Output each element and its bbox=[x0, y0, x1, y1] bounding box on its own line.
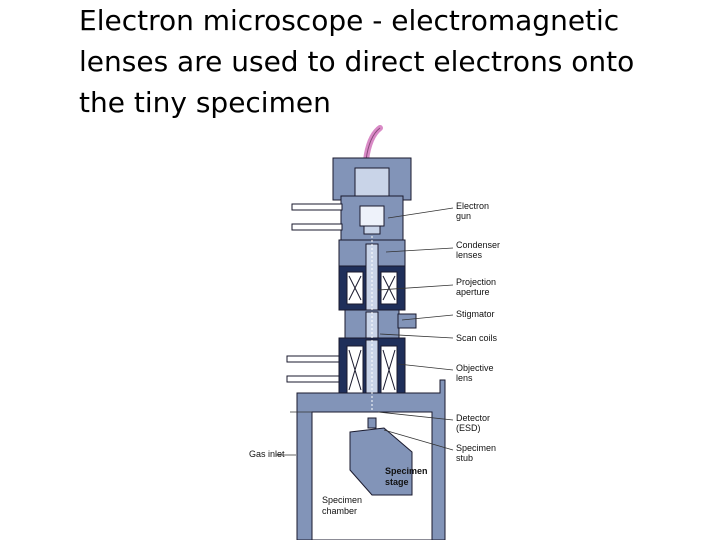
specimen-stage bbox=[349, 417, 413, 496]
title-line-1: Electron microscope - electromagnetic bbox=[79, 4, 620, 37]
label-objective-2: lens bbox=[456, 373, 473, 383]
label-chamber-1: Specimen bbox=[322, 495, 362, 505]
label-projection-2: aperture bbox=[456, 287, 490, 297]
label-projection-1: Projection bbox=[456, 277, 496, 287]
title-line-2: lenses are used to direct electrons onto bbox=[79, 45, 635, 78]
label-stub-2: stub bbox=[456, 453, 473, 463]
label-detector-1: Detector bbox=[456, 413, 490, 423]
label-stage-1: Specimen bbox=[385, 466, 428, 476]
vacuum-pipes bbox=[286, 203, 343, 383]
label-electron-gun-1: Electron bbox=[456, 201, 489, 211]
title-line-3: the tiny specimen bbox=[79, 86, 331, 119]
label-objective-1: Objective bbox=[456, 363, 494, 373]
label-electron-gun-2: gun bbox=[456, 211, 471, 221]
stigmator-scan-assembly bbox=[344, 309, 417, 343]
label-condenser-1: Condenser bbox=[456, 240, 500, 250]
label-stigmator: Stigmator bbox=[456, 309, 495, 319]
electron-gun-housing bbox=[332, 157, 412, 245]
label-stage-2: stage bbox=[385, 477, 409, 487]
label-stub-1: Specimen bbox=[456, 443, 496, 453]
objective-lens-assembly bbox=[338, 337, 406, 413]
diagram-labels: Electron gun Condenser lenses Projection… bbox=[249, 201, 500, 516]
leader-lines bbox=[290, 207, 454, 451]
label-gas-inlet: Gas inlet bbox=[249, 449, 285, 459]
label-scan-coils: Scan coils bbox=[456, 333, 498, 343]
label-chamber-2: chamber bbox=[322, 506, 357, 516]
slide-title: Electron microscope - electromagnetic le… bbox=[79, 0, 699, 123]
label-detector-2: (ESD) bbox=[456, 423, 481, 433]
label-condenser-2: lenses bbox=[456, 250, 483, 260]
power-cable bbox=[363, 125, 383, 163]
